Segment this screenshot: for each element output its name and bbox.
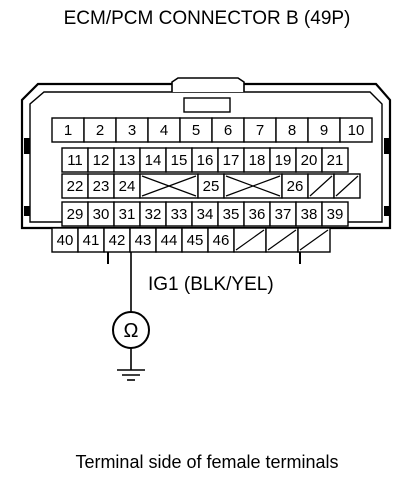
terminal-number: 31 <box>119 206 136 223</box>
terminal-number: 36 <box>249 206 266 223</box>
ground-icon <box>117 369 145 381</box>
terminal-cell <box>217 201 245 227</box>
terminal-number: 45 <box>187 232 204 249</box>
terminal-number: 35 <box>223 206 240 223</box>
terminal-cell <box>217 147 245 173</box>
terminal-cell <box>321 147 349 173</box>
terminal-cell <box>147 117 181 143</box>
terminal-cell <box>61 147 89 173</box>
ohmmeter-symbol: Ω <box>124 320 139 342</box>
terminal-number: 18 <box>249 152 266 169</box>
terminal-cell <box>51 227 79 253</box>
terminal-number: 38 <box>301 206 318 223</box>
terminal-cell <box>115 117 149 143</box>
terminal-cell <box>339 117 373 143</box>
terminal-number: 24 <box>119 178 136 195</box>
terminal-number: 2 <box>96 122 104 139</box>
terminal-number: 22 <box>67 178 84 195</box>
terminal-number: 23 <box>93 178 110 195</box>
terminal-cell <box>139 173 199 199</box>
terminal-number: 21 <box>327 152 344 169</box>
terminal-number: 5 <box>192 122 200 139</box>
terminal-number: 39 <box>327 206 344 223</box>
unused-terminal-cross <box>141 175 197 197</box>
terminal-number: 16 <box>197 152 214 169</box>
connector-lock-tab <box>171 77 245 92</box>
terminal-cell <box>269 147 297 173</box>
terminal-number: 6 <box>224 122 232 139</box>
terminal-cell <box>307 117 341 143</box>
empty-terminal-slash <box>267 229 297 251</box>
terminal-cell <box>207 227 235 253</box>
terminal-number: 13 <box>119 152 136 169</box>
connector-guide-left-low <box>24 206 30 216</box>
terminal-cell <box>269 201 297 227</box>
terminal-cell <box>87 147 115 173</box>
terminal-cell <box>155 227 183 253</box>
terminal-number: 3 <box>128 122 136 139</box>
terminal-number: 8 <box>288 122 296 139</box>
terminal-number: 1 <box>64 122 72 139</box>
diagram-caption: Terminal side of female terminals <box>75 452 339 472</box>
terminal-cell <box>113 201 141 227</box>
terminal-cell <box>281 173 309 199</box>
terminal-number: 46 <box>213 232 230 249</box>
terminal-cell <box>179 117 213 143</box>
connector-shell-inner <box>29 91 383 223</box>
terminal-cell <box>243 147 271 173</box>
terminal-number: 9 <box>320 122 328 139</box>
terminal-number: 12 <box>93 152 110 169</box>
diagram-title: ECM/PCM CONNECTOR B (49P) <box>63 8 351 29</box>
terminal-number: 15 <box>171 152 188 169</box>
terminal-number: 44 <box>161 232 178 249</box>
connector-guide-right-low <box>384 206 390 216</box>
terminal-number: 41 <box>83 232 100 249</box>
unused-terminal-cross <box>225 175 281 197</box>
terminal-number: 40 <box>57 232 74 249</box>
terminal-number: 33 <box>171 206 188 223</box>
terminal-cell <box>191 147 219 173</box>
terminal-number: 7 <box>256 122 264 139</box>
terminal-number-probed: 42 <box>109 232 126 249</box>
terminal-number: 10 <box>348 122 365 139</box>
connector-lock-slot <box>183 97 231 113</box>
connector-shell <box>20 82 392 230</box>
terminal-number: 29 <box>67 206 84 223</box>
terminal-number: 30 <box>93 206 110 223</box>
terminal-cell <box>211 117 245 143</box>
terminal-cell <box>321 201 349 227</box>
empty-terminal-slash <box>235 229 265 251</box>
terminal-number: 26 <box>287 178 304 195</box>
terminal-number: 34 <box>197 206 214 223</box>
empty-terminal-slash <box>335 175 359 197</box>
wire-label: IG1 (BLK/YEL) <box>148 274 274 295</box>
terminal-cell <box>103 227 131 253</box>
empty-terminal-slash <box>309 175 333 197</box>
terminal-number: 14 <box>145 152 162 169</box>
connector-guide-right <box>384 138 390 154</box>
empty-terminal-slash <box>299 229 329 251</box>
terminal-number: 19 <box>275 152 292 169</box>
terminal-cell <box>165 201 193 227</box>
terminal-number: 25 <box>203 178 220 195</box>
terminal-cell <box>275 117 309 143</box>
terminal-number: 11 <box>67 152 83 169</box>
terminal-cell <box>243 117 277 143</box>
terminal-number: 43 <box>135 232 152 249</box>
terminal-number: 37 <box>275 206 292 223</box>
terminal-number: 4 <box>160 122 168 139</box>
terminal-cell <box>165 147 193 173</box>
terminal-cell <box>51 117 85 143</box>
terminal-number: 17 <box>223 152 240 169</box>
terminal-number: 32 <box>145 206 162 223</box>
connector-guide-left <box>24 138 30 154</box>
terminal-cell <box>295 147 323 173</box>
terminal-number: 20 <box>301 152 318 169</box>
